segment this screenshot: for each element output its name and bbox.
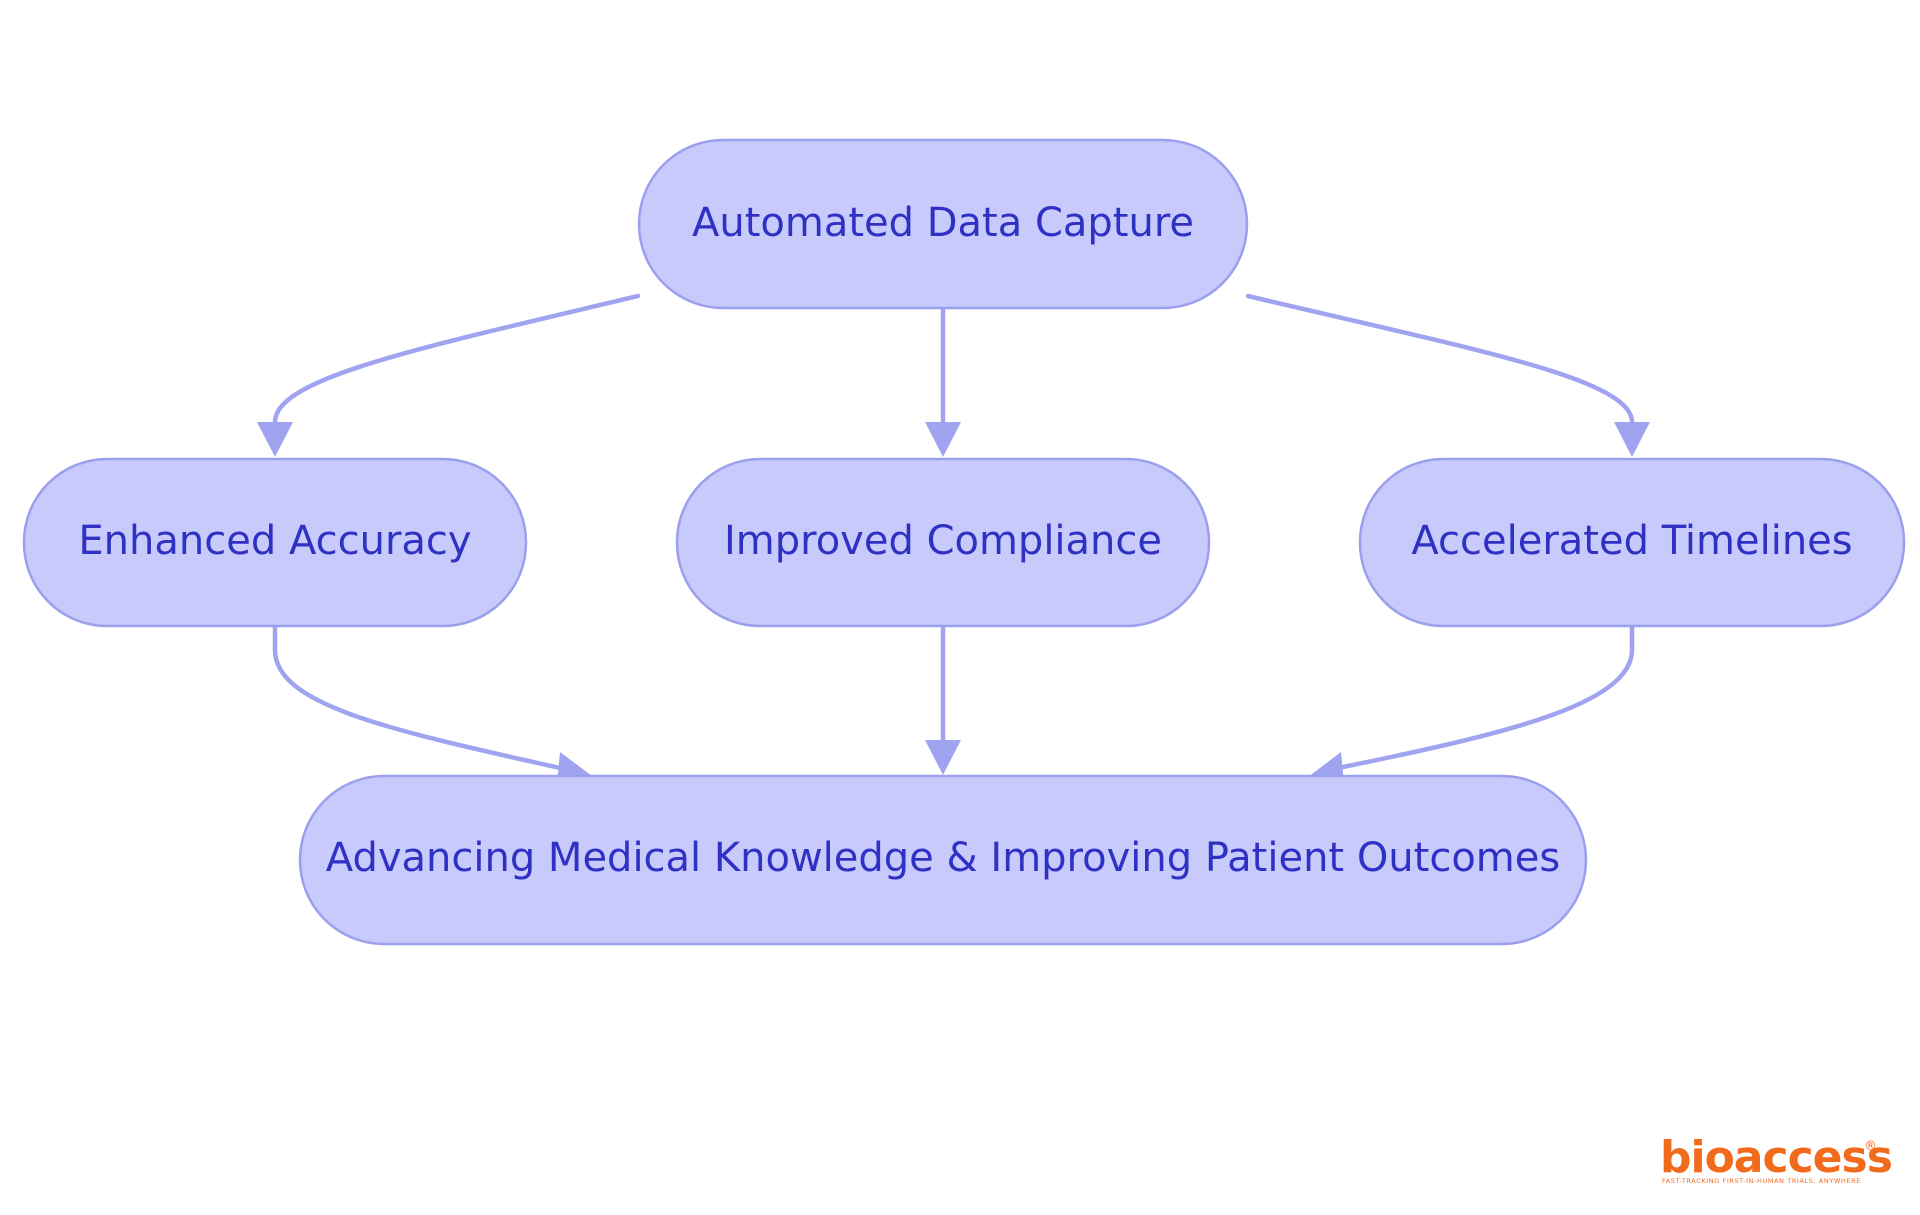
node-label: Advancing Medical Knowledge & Improving … [326, 835, 1560, 881]
arrowhead-compliance [925, 422, 961, 457]
edge-capture-to-accuracy [272, 293, 641, 425]
bioaccess-logo: bioaccess ® FAST-TRACKING FIRST-IN-HUMAN… [1660, 1132, 1893, 1185]
arrowhead-outcome-center [925, 740, 961, 775]
edge-capture-to-timelines [1245, 293, 1635, 425]
logo-tagline: FAST-TRACKING FIRST-IN-HUMAN TRIALS, ANY… [1662, 1177, 1861, 1185]
edge-timelines-to-outcome [1335, 624, 1635, 771]
node-automated-data-capture: Automated Data Capture [637, 138, 1249, 310]
node-enhanced-accuracy: Enhanced Accuracy [22, 457, 528, 628]
node-label: Automated Data Capture [692, 200, 1194, 246]
edge-accuracy-to-outcome [272, 624, 563, 771]
node-label: Improved Compliance [724, 518, 1162, 564]
node-accelerated-timelines: Accelerated Timelines [1358, 457, 1906, 628]
logo-registered-mark: ® [1864, 1139, 1877, 1154]
arrowhead-timelines [1614, 422, 1650, 457]
arrowhead-accuracy [257, 422, 293, 457]
node-label: Accelerated Timelines [1411, 518, 1852, 564]
logo-brand: bioaccess [1660, 1132, 1892, 1183]
node-label: Enhanced Accuracy [78, 518, 471, 564]
node-outcome: Advancing Medical Knowledge & Improving … [298, 774, 1588, 946]
node-improved-compliance: Improved Compliance [675, 457, 1211, 628]
